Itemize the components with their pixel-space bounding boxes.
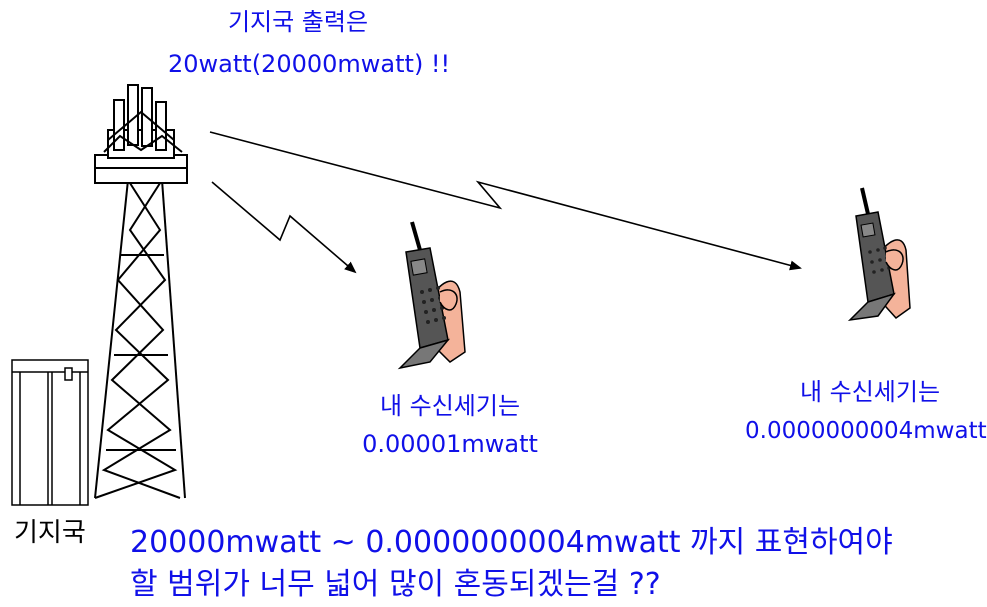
base-station-label: 기지국: [14, 518, 86, 548]
near-phone-caption-line2: 0.00001mwatt: [362, 430, 538, 458]
base-station-cabinet-icon: [11, 359, 89, 506]
far-phone-caption-line1: 내 수신세기는: [799, 378, 941, 406]
near-phone-caption-line1: 내 수신세기는: [379, 392, 521, 420]
tower-caption-line1: 기지국 출력은: [227, 8, 369, 36]
far-phone-caption-line2: 0.0000000004mwatt: [745, 418, 987, 444]
bottom-note-line2: 할 범위가 너무 넓어 많이 혼동되겠는걸 ??: [130, 567, 661, 602]
signal-arrow-near: [211, 181, 357, 274]
mobile-phone-in-hand-icon: [397, 221, 466, 370]
signal-arrow-far: [209, 131, 802, 271]
tower-caption-line2: 20watt(20000mwatt) !!: [168, 50, 451, 78]
bottom-note-line1: 20000mwatt ~ 0.0000000004mwatt 까지 표현하여야: [130, 525, 893, 560]
antenna-tower-icon: [94, 84, 188, 499]
mobile-phone-in-hand-icon: [847, 187, 911, 322]
